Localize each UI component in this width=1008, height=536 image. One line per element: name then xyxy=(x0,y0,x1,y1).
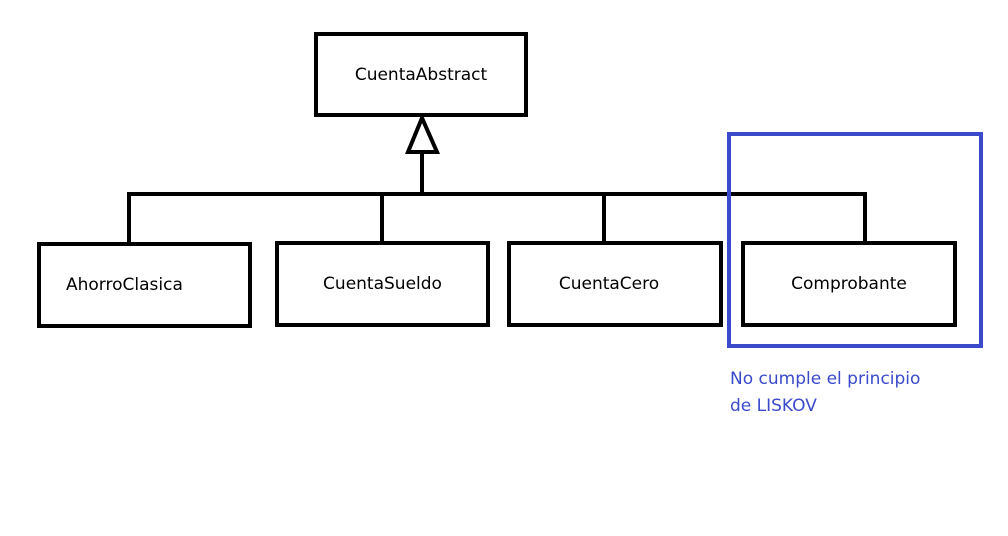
class-label-cuentaabstract: CuentaAbstract xyxy=(354,64,488,85)
class-box-comprobante: Comprobante xyxy=(741,241,957,327)
class-box-ahorroclasica: AhorroClasica xyxy=(37,242,252,328)
class-label-ahorroclasica: AhorroClasica xyxy=(66,275,183,295)
violation-highlight-box xyxy=(727,132,983,348)
class-label-cuentacero: CuentaCero xyxy=(558,274,660,294)
generalization-arrowhead xyxy=(405,112,441,154)
note-line-1: No cumple el principio xyxy=(730,369,921,389)
liskov-violation-note: No cumple el principio de LISKOV xyxy=(730,366,920,420)
class-box-cuentasueldo: CuentaSueldo xyxy=(275,241,490,327)
note-line-2: de LISKOV xyxy=(730,396,817,416)
class-box-cuentaabstract: CuentaAbstract xyxy=(314,32,528,117)
class-label-cuentasueldo: CuentaSueldo xyxy=(323,274,442,294)
class-label-comprobante: Comprobante xyxy=(791,274,907,294)
class-box-cuentacero: CuentaCero xyxy=(507,241,723,327)
